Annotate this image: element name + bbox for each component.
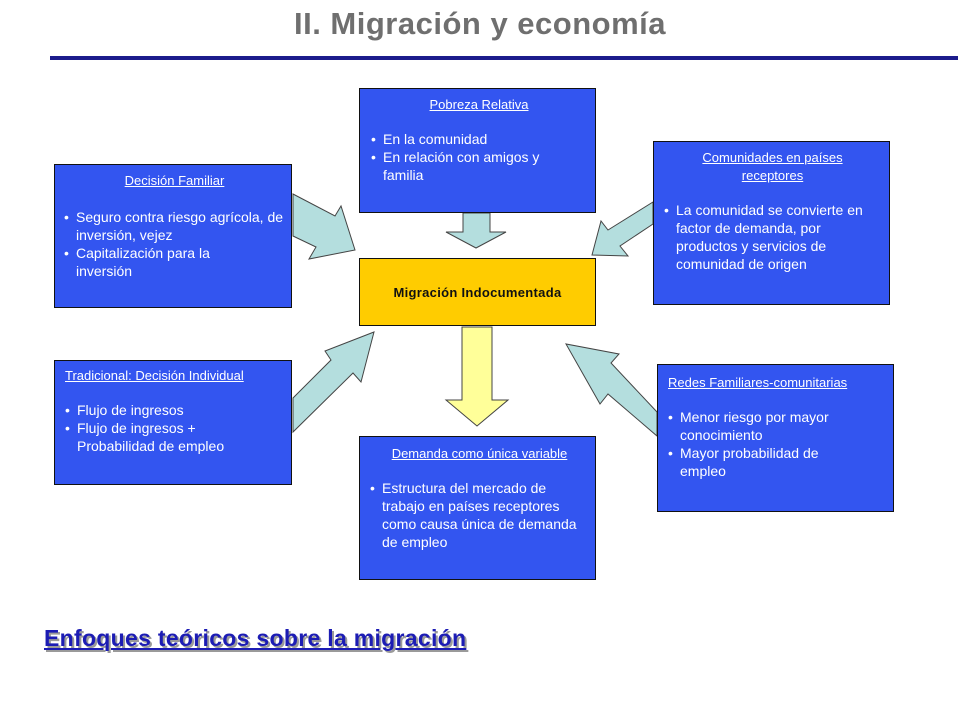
box-redes-familiares: Redes Familiares-comunitarias Menor ries… [657,364,894,512]
arrow-comunidades-to-center [591,201,654,257]
arrow-tradicional-to-center [292,331,375,434]
list-item: Flujo de ingresos [65,401,287,419]
list-item: Mayor probabilidad de empleo [668,444,890,480]
list-item: Flujo de ingresos + Probabilidad de empl… [65,419,287,455]
box-heading: Redes Familiares-comunitarias [668,375,848,390]
box-tradicional-individual: Tradicional: Decisión Individual Flujo d… [54,360,292,485]
arrow-redes-to-center [565,343,658,438]
box-heading: Demanda como única variable [391,446,568,461]
list-item: Capitalización para la inversión [64,244,285,280]
box-heading: Pobreza Relativa [429,97,529,112]
box-heading: Tradicional: Decisión Individual [65,368,244,383]
arrow-pobreza-to-center [445,212,507,249]
box-comunidades-receptores: Comunidades en países receptores La comu… [653,141,890,305]
center-node-migracion: Migración Indocumentada [359,258,596,326]
list-item: Seguro contra riesgo agrícola, de invers… [64,208,285,244]
list-item: En la comunidad [371,130,587,148]
footer-heading: Enfoques teóricos sobre la migración [44,625,467,651]
box-heading: Decisión Familiar [124,173,225,188]
list-item: La comunidad se convierte en factor de d… [664,201,881,273]
page-title: II. Migración y economía [293,6,667,41]
box-heading: Comunidades en países receptores [702,150,843,183]
arrow-decision-familiar-to-center [292,193,356,260]
box-decision-familiar: Decisión Familiar Seguro contra riesgo a… [54,164,292,308]
title-underline [50,56,958,60]
list-item: En relación con amigos y familia [371,148,587,184]
arrow-center-to-demanda [444,326,510,427]
box-demanda-unica: Demanda como única variable Estructura d… [359,436,596,580]
list-item: Estructura del mercado de trabajo en paí… [370,479,589,551]
box-pobreza-relativa: Pobreza Relativa En la comunidad En rela… [359,88,596,213]
list-item: Menor riesgo por mayor conocimiento [668,408,890,444]
